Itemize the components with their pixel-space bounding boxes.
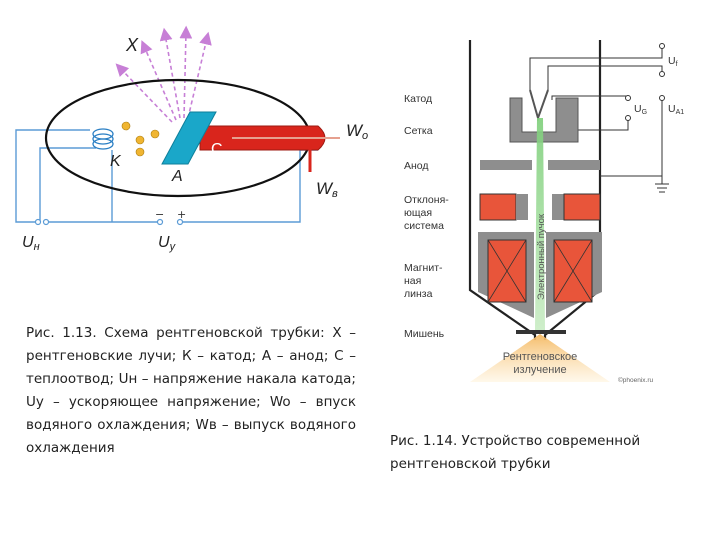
- label-wo: Wo: [346, 121, 368, 142]
- label-uy: Uу: [158, 234, 177, 253]
- xray-rays: [115, 25, 212, 123]
- label-un: Uн: [22, 234, 40, 253]
- label-a: A: [171, 168, 183, 185]
- cathode-coil: [92, 128, 114, 150]
- label-plus: +: [177, 208, 186, 221]
- ray-3: [159, 27, 181, 119]
- label-ug: UG: [634, 103, 647, 116]
- label-uf-sub: f: [676, 61, 678, 68]
- anode-plate: [161, 111, 217, 165]
- label-lens-3: линза: [404, 288, 433, 300]
- label-k: K: [110, 153, 122, 170]
- label-deflect-3: система: [404, 220, 444, 232]
- label-target: Мишень: [404, 328, 445, 340]
- label-ua: UA1: [668, 103, 684, 116]
- modern-tube-diagram: Uf UG UA1: [404, 40, 684, 384]
- ray-1: [115, 63, 173, 123]
- electrons: [121, 121, 160, 157]
- label-lens-2: ная: [404, 275, 421, 287]
- anode-right: [548, 160, 600, 170]
- cathode-filament: [529, 89, 549, 122]
- grid-electrode: [509, 97, 579, 143]
- label-copyright: ©phoenix.ru: [618, 376, 654, 384]
- label-xray-1: Рентгеновское: [503, 351, 578, 363]
- label-uy-main: U: [158, 234, 170, 251]
- label-c: C: [211, 141, 223, 158]
- xray-glow: [470, 334, 610, 382]
- anode-left: [480, 160, 532, 170]
- deflection-system: [479, 193, 601, 221]
- electron-beam: [535, 118, 545, 330]
- target: [516, 330, 566, 334]
- label-un-main: U: [22, 234, 34, 251]
- label-lens-1: Магнит-: [404, 262, 443, 274]
- label-x: X: [125, 35, 139, 55]
- ray-5: [187, 31, 212, 119]
- magnetic-lens: [478, 232, 602, 318]
- label-grid: Сетка: [404, 125, 433, 137]
- water-pipes: [232, 137, 340, 172]
- control-wires: [529, 48, 669, 193]
- figure-1-caption: Рис. 1.13. Схема рентгеновской трубки: X…: [26, 325, 356, 456]
- label-ug-sub: G: [642, 109, 647, 116]
- label-wo-sub: o: [362, 130, 368, 142]
- label-ua-main: U: [668, 103, 676, 115]
- label-wv-sub: в: [332, 188, 338, 200]
- label-cathode: Катод: [404, 93, 432, 105]
- control-terminals: [625, 43, 665, 121]
- label-beam: Электронный пучок: [536, 213, 547, 300]
- label-ug-main: U: [634, 103, 642, 115]
- label-wv-main: W: [316, 179, 334, 198]
- label-un-sub: н: [34, 241, 40, 253]
- label-ua-sub: A1: [676, 109, 685, 116]
- label-anode: Анод: [404, 160, 429, 172]
- label-minus: −: [155, 208, 164, 221]
- label-xray-2: излучение: [513, 364, 566, 376]
- label-uf-main: U: [668, 55, 676, 67]
- ray-4: [179, 25, 193, 119]
- terminals: [34, 218, 184, 226]
- figure-2-caption: Рис. 1.14. Устройство современной рентге…: [390, 433, 641, 472]
- label-deflect-1: Отклоня-: [404, 194, 449, 206]
- label-deflect-2: ющая: [404, 207, 432, 219]
- label-uy-sub: у: [169, 241, 177, 253]
- label-wv: Wв: [316, 179, 338, 200]
- label-wo-main: W: [346, 121, 364, 140]
- xray-tube-scheme: X K A C Wo Wв Uн Uу − +: [15, 25, 368, 253]
- label-uf: Uf: [668, 55, 678, 68]
